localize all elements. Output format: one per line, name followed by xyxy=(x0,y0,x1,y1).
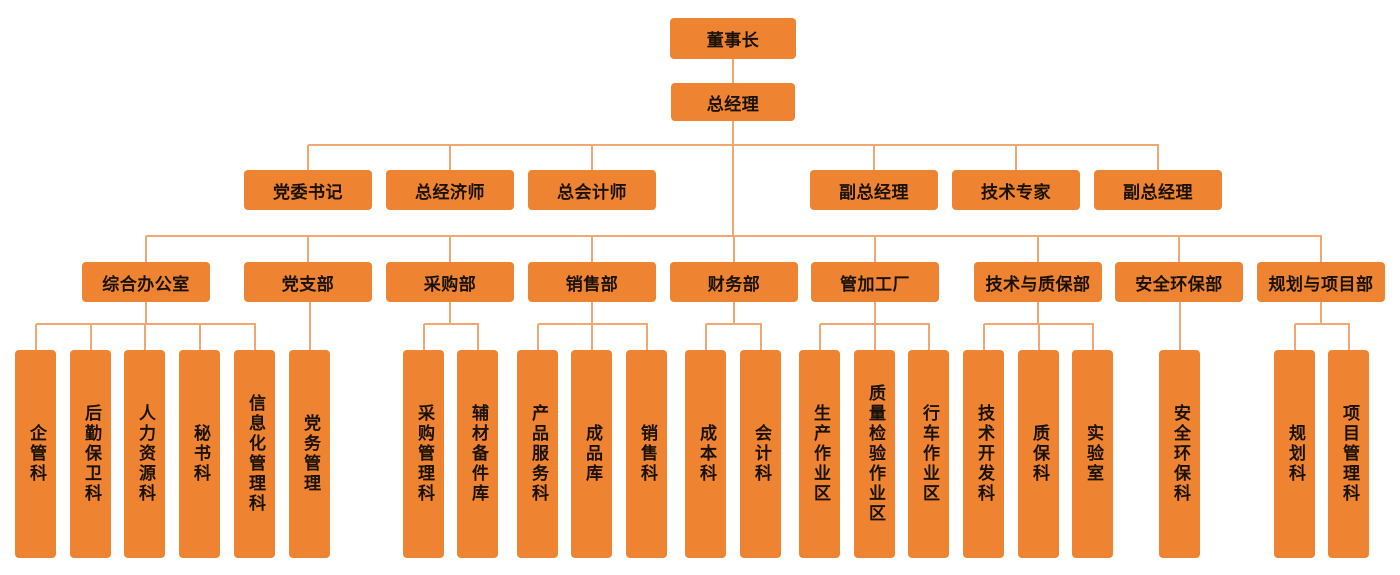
connector-unit xyxy=(422,324,425,350)
connector-executive xyxy=(449,145,451,170)
connector-department xyxy=(733,236,735,262)
node-executive[interactable]: 副总经理 xyxy=(810,170,938,210)
connector-unit xyxy=(1293,324,1296,350)
node-unit[interactable]: 行车作业区 xyxy=(908,350,949,558)
node-department[interactable]: 采购部 xyxy=(386,262,514,302)
connector-departments-bar xyxy=(146,235,1322,237)
connector-department-down xyxy=(145,302,147,324)
connector-unit xyxy=(645,324,648,350)
node-general-manager[interactable]: 总经理 xyxy=(671,83,795,121)
connector-department-down xyxy=(1320,302,1322,324)
node-unit[interactable]: 项目管理科 xyxy=(1328,350,1369,558)
connector-department-down xyxy=(449,302,451,324)
node-unit[interactable]: 规划科 xyxy=(1274,350,1315,558)
connector-department xyxy=(1178,236,1180,262)
node-unit[interactable]: 质保科 xyxy=(1018,350,1059,558)
node-unit[interactable]: 成品库 xyxy=(571,350,612,558)
connector-unit xyxy=(759,324,762,350)
node-department[interactable]: 党支部 xyxy=(244,262,372,302)
connector-department-down xyxy=(874,302,876,324)
connector-unit xyxy=(308,302,311,350)
node-executive[interactable]: 总会计师 xyxy=(528,170,656,210)
node-unit[interactable]: 成本科 xyxy=(685,350,726,558)
node-unit[interactable]: 人力资源科 xyxy=(124,350,165,558)
node-department[interactable]: 技术与质保部 xyxy=(974,262,1102,302)
connector-units-bar xyxy=(983,323,1094,325)
node-unit[interactable]: 产品服务科 xyxy=(517,350,558,558)
connector-department xyxy=(1320,236,1322,262)
connector-department-down xyxy=(591,302,593,324)
node-unit[interactable]: 实验室 xyxy=(1072,350,1113,558)
connector-unit xyxy=(927,324,930,350)
connector-units-bar xyxy=(819,323,930,325)
connector-executive xyxy=(873,145,875,170)
connector-department xyxy=(1037,236,1039,262)
node-executive[interactable]: 总经济师 xyxy=(386,170,514,210)
node-unit[interactable]: 信息化管理科 xyxy=(234,350,275,558)
connector-unit xyxy=(704,324,707,350)
node-unit[interactable]: 后勤保卫科 xyxy=(70,350,111,558)
node-department[interactable]: 规划与项目部 xyxy=(1257,262,1385,302)
node-department[interactable]: 综合办公室 xyxy=(82,262,210,302)
connector-executive xyxy=(591,145,593,170)
node-unit[interactable]: 安全环保科 xyxy=(1159,350,1200,558)
connector-unit xyxy=(89,324,92,350)
connector-unit xyxy=(590,324,593,350)
connector-unit xyxy=(818,324,821,350)
node-executive[interactable]: 党委书记 xyxy=(244,170,372,210)
connector-executive xyxy=(307,145,309,170)
node-unit[interactable]: 销售科 xyxy=(626,350,667,558)
node-department[interactable]: 销售部 xyxy=(528,262,656,302)
node-department[interactable]: 安全环保部 xyxy=(1115,262,1243,302)
connector-units-bar xyxy=(705,323,762,325)
connector-unit xyxy=(253,324,256,350)
connector-department xyxy=(591,236,593,262)
connector-unit xyxy=(873,324,876,350)
connector-unit xyxy=(1091,324,1094,350)
connector-units-bar xyxy=(537,323,648,325)
node-unit[interactable]: 辅材备件库 xyxy=(457,350,498,558)
connector-department-down xyxy=(733,302,735,324)
node-unit[interactable]: 采购管理科 xyxy=(403,350,444,558)
connector-main-trunk xyxy=(732,121,734,236)
connector-unit xyxy=(143,324,146,350)
node-chairman[interactable]: 董事长 xyxy=(670,18,796,59)
node-unit[interactable]: 会计科 xyxy=(740,350,781,558)
connector-unit xyxy=(34,324,37,350)
node-unit[interactable]: 质量检验作业区 xyxy=(854,350,895,558)
node-unit[interactable]: 技术开发科 xyxy=(963,350,1004,558)
connector-unit xyxy=(1178,302,1181,350)
node-unit[interactable]: 党务管理 xyxy=(289,350,330,558)
node-department[interactable]: 财务部 xyxy=(670,262,798,302)
connector-unit xyxy=(536,324,539,350)
connector-unit xyxy=(198,324,201,350)
node-department[interactable]: 管加工厂 xyxy=(811,262,939,302)
connector-department xyxy=(307,236,309,262)
connector-units-bar xyxy=(1294,323,1350,325)
connector-executive xyxy=(1015,145,1017,170)
connector-department xyxy=(449,236,451,262)
connector-unit xyxy=(1037,324,1040,350)
connector-department xyxy=(145,236,147,262)
connector-unit xyxy=(476,324,479,350)
node-unit[interactable]: 生产作业区 xyxy=(799,350,840,558)
connector-units-bar xyxy=(35,323,256,325)
connector-chairman-gm xyxy=(732,59,734,83)
node-executive[interactable]: 副总经理 xyxy=(1094,170,1222,210)
connector-unit xyxy=(982,324,985,350)
node-unit[interactable]: 秘书科 xyxy=(179,350,220,558)
connector-executive xyxy=(1157,145,1159,170)
connector-department xyxy=(874,236,876,262)
connector-department-down xyxy=(1037,302,1039,324)
node-unit[interactable]: 企管科 xyxy=(15,350,56,558)
connector-units-bar xyxy=(423,323,479,325)
connector-unit xyxy=(1347,324,1350,350)
node-executive[interactable]: 技术专家 xyxy=(952,170,1080,210)
